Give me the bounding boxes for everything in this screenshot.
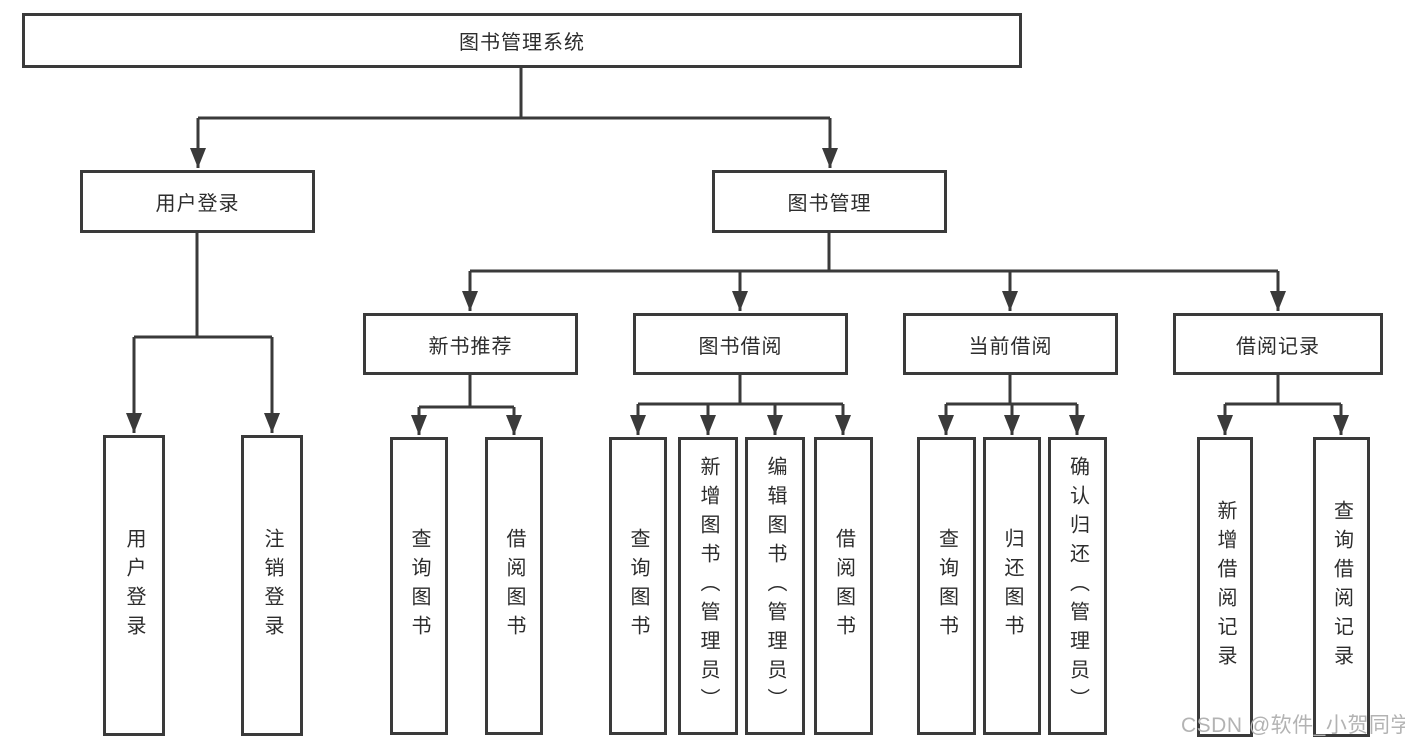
node-root-library-management-system: 图书管理系统 [22,13,1022,68]
leaf-logout: 注销登录 [241,435,303,736]
leaf-bb-edit-books-admin: 编辑图书（管理员） [745,437,805,735]
leaf-nbr-borrow-books: 借阅图书 [485,437,543,735]
node-current-borrow: 当前借阅 [903,313,1118,375]
node-new-book-recommend: 新书推荐 [363,313,578,375]
csdn-watermark: CSDN @软件_小贺同学 [1181,714,1405,737]
leaf-cb-query-books: 查询图书 [917,437,976,735]
leaf-cb-return-books: 归还图书 [983,437,1041,735]
leaf-bb-borrow-books: 借阅图书 [814,437,873,735]
leaf-cb-confirm-return-admin: 确认归还（管理员） [1048,437,1107,735]
leaf-bb-query-books: 查询图书 [609,437,667,735]
node-user-login: 用户登录 [80,170,315,233]
leaf-br-query-record: 查询借阅记录 [1313,437,1370,737]
node-borrow-records: 借阅记录 [1173,313,1383,375]
leaf-user-login: 用户登录 [103,435,165,736]
node-book-borrow: 图书借阅 [633,313,848,375]
leaf-br-add-record: 新增借阅记录 [1197,437,1253,737]
leaf-nbr-query-books: 查询图书 [390,437,448,735]
node-book-management: 图书管理 [712,170,947,233]
leaf-bb-add-books-admin: 新增图书（管理员） [678,437,738,735]
